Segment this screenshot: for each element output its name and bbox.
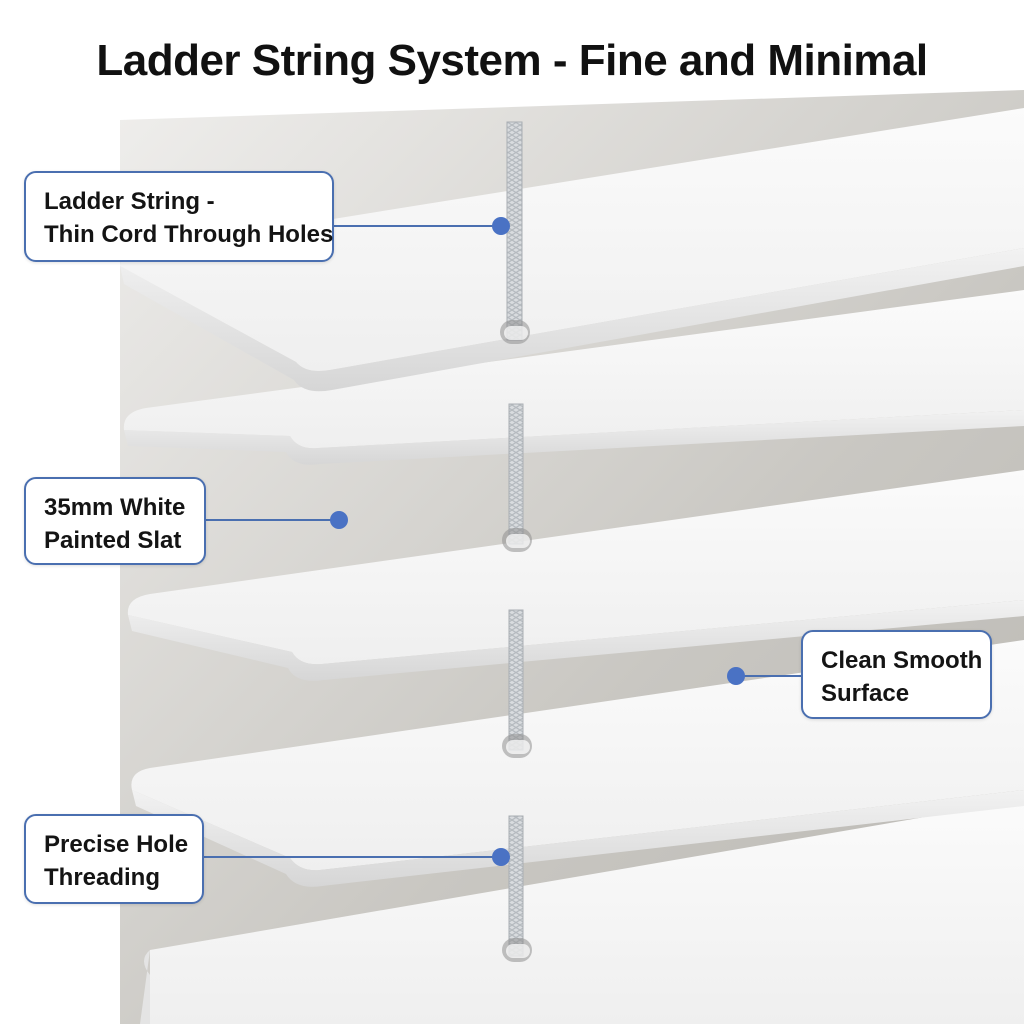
callout-line: Thin Cord Through Holes [44,221,334,248]
callout-line: Surface [821,680,910,707]
marker-dot [727,667,745,685]
callout-line: Clean Smooth [821,647,983,674]
slat-5 [140,800,1024,1024]
leader-line-surface [727,667,801,685]
slat-1 [120,108,1024,392]
leader-line-threading [204,848,510,866]
ladder-cord [506,121,524,957]
cord-holes [500,320,532,962]
callout-line: Ladder String - [44,188,215,215]
callout-line: 35mm White [44,494,186,521]
marker-dot [492,848,510,866]
callout-line: Threading [44,864,161,891]
callout-surface: Clean Smooth Surface [801,630,992,719]
callout-line: Painted Slat [44,527,182,554]
marker-dot [492,217,510,235]
callout-line: Precise Hole [44,831,189,858]
callout-ladder-string: Ladder String - Thin Cord Through Holes [24,171,334,262]
slat-2 [123,290,1024,465]
slat-4 [131,640,1024,887]
diagram-title: Ladder String System - Fine and Minimal [96,36,928,85]
slat-3 [127,470,1024,681]
leader-line-ladder-string [334,217,510,235]
callout-slat: 35mm White Painted Slat [24,477,206,565]
marker-dot [330,511,348,529]
leader-line-slat [206,511,348,529]
callout-threading: Precise Hole Threading [24,814,204,904]
